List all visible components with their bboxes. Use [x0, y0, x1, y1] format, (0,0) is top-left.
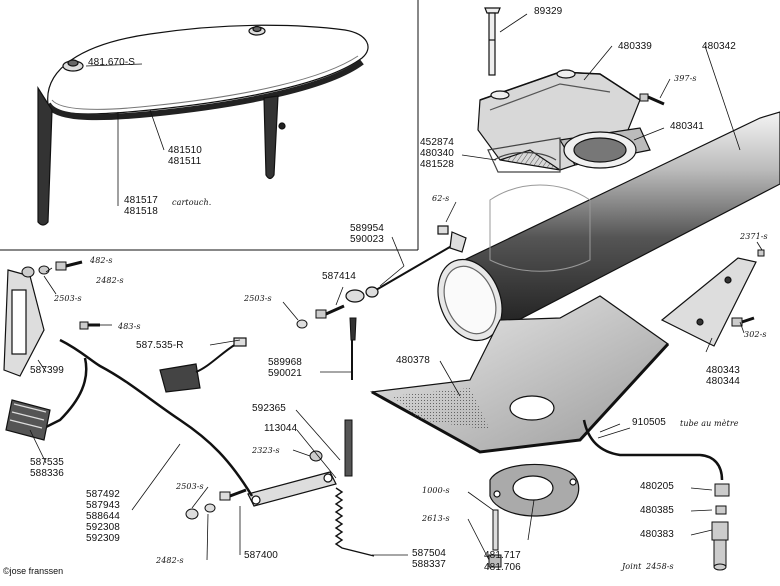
label-588644: 588644 [86, 511, 120, 522]
pedal-rod-587492 [39, 338, 254, 497]
label-481528: 481528 [420, 159, 454, 170]
label-481510: 481510 [168, 145, 202, 156]
label-590023: 590023 [350, 234, 384, 245]
label-480340: 480340 [420, 148, 454, 159]
heater-box-assembly [477, 69, 651, 173]
label-89329: 89329 [534, 6, 563, 17]
label-481717: 481.717 [484, 550, 521, 561]
label-910505: 910505 [632, 417, 666, 428]
screw-302s [731, 316, 755, 327]
label-587414: 587414 [322, 271, 356, 282]
spring-587504 [334, 487, 375, 557]
switch-587535R [159, 337, 247, 393]
label-588336: 588336 [30, 468, 64, 479]
label-587492: 587492 [86, 489, 120, 500]
label-482s: 482-s [90, 256, 113, 265]
label-452874: 452874 [420, 137, 454, 148]
tube-910505 [582, 419, 724, 481]
label-592365: 592365 [252, 403, 286, 414]
label-2323s: 2323-s [252, 446, 280, 455]
fittings-480205 [711, 483, 730, 571]
lever-587400 [247, 471, 337, 507]
label-480341: 480341 [670, 121, 704, 132]
label-587535: 587535 [30, 457, 64, 468]
label-480344: 480344 [706, 376, 740, 387]
label-587504: 587504 [412, 548, 446, 559]
label-397s: 397-s [674, 74, 697, 83]
label-483s: 483-s [118, 322, 141, 331]
bracket-587399 [3, 269, 45, 377]
label-480343: 480343 [706, 365, 740, 376]
label-481517: 481517 [124, 195, 158, 206]
label-480339: 480339 [618, 41, 652, 52]
label-481706: 481.706 [484, 562, 521, 573]
label-2503s-mid: 2503-s [244, 294, 272, 303]
label-480378: 480378 [396, 355, 430, 366]
gasket-481717 [489, 463, 580, 517]
label-113044: 113044 [264, 423, 298, 434]
rod-589968-end [349, 317, 357, 341]
plate-480378 [370, 295, 670, 454]
label-1000s: 1000-s [422, 486, 450, 495]
label-587399: 587399 [30, 365, 64, 376]
screws-top-left [21, 260, 100, 330]
tube-480342 [437, 111, 780, 342]
label-481670S: 481.670-S [88, 57, 136, 68]
label-588337: 588337 [412, 559, 446, 570]
washer-2503s-mid [296, 319, 308, 329]
label-480385: 480385 [640, 505, 674, 516]
bracket-480343 [660, 257, 757, 347]
label-tube-note: tube au mètre [680, 419, 739, 428]
bolt-1000s [492, 509, 499, 551]
label-joint-note: Joint [622, 562, 642, 571]
pedal-587535 [5, 399, 51, 441]
link-589954 [345, 225, 467, 303]
label-481511: 481511 [168, 156, 202, 167]
washers-low [185, 488, 247, 520]
label-cartouch-note: cartouch. [172, 198, 212, 207]
label-590021: 590021 [268, 368, 302, 379]
label-2503s-low: 2503-s [176, 482, 204, 491]
nut-2613s [488, 554, 502, 568]
screw-2371s [757, 249, 765, 257]
copyright-text: ©jose franssen [3, 566, 64, 576]
label-481518: 481518 [124, 206, 158, 217]
label-589968: 589968 [268, 357, 302, 368]
label-587535R: 587.535-R [136, 340, 184, 351]
leader-lines [29, 13, 763, 561]
oval-cover-assembly [37, 24, 369, 226]
label-2482s-low: 2482-s [156, 556, 184, 565]
label-302s: 302-s [744, 330, 767, 339]
label-480205: 480205 [640, 481, 674, 492]
label-2482s-top: 2482-s [96, 276, 124, 285]
bolt-89329 [484, 7, 501, 76]
label-2371s: 2371-s [740, 232, 768, 241]
screw-397s [639, 93, 665, 106]
nut-2323s [309, 450, 323, 462]
label-480383: 480383 [640, 529, 674, 540]
inset-frame [0, 0, 419, 251]
label-587943: 587943 [86, 500, 120, 511]
label-592308: 592308 [86, 522, 120, 533]
rod-592365-body [344, 419, 353, 477]
label-589954: 589954 [350, 223, 384, 234]
label-2458s: 2458-s [646, 562, 674, 571]
label-592309: 592309 [86, 533, 120, 544]
label-2613s: 2613-s [422, 514, 450, 523]
label-62s: 62-s [432, 194, 450, 203]
label-587400: 587400 [244, 550, 278, 561]
label-2503s-left: 2503-s [54, 294, 82, 303]
label-480342: 480342 [702, 41, 736, 52]
screw-587414 [315, 304, 345, 319]
